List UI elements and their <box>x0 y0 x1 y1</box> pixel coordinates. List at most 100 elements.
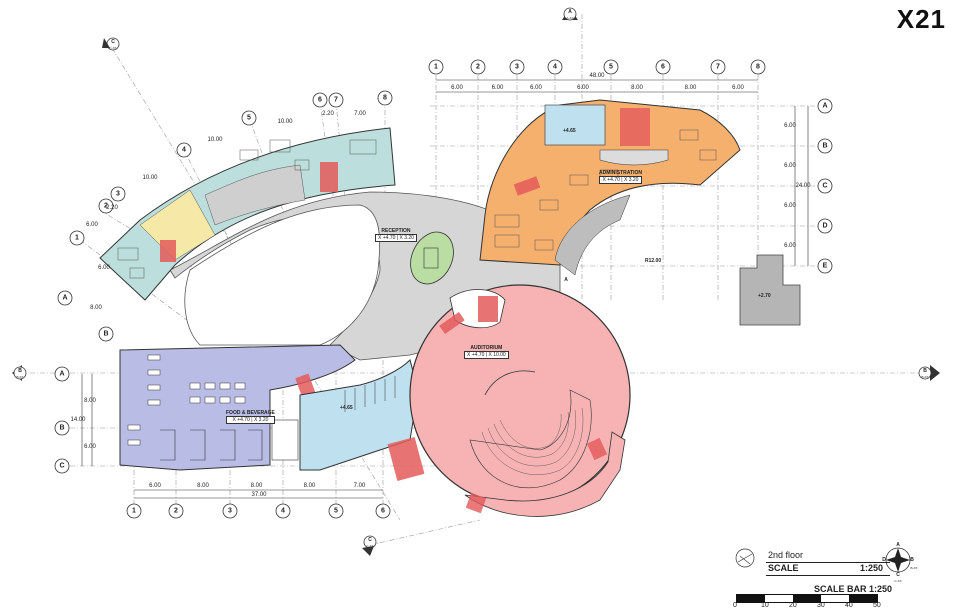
auditorium-name: AUDITORIUM <box>470 345 503 351</box>
grid-spacing-top-3: 6.00 <box>577 85 589 91</box>
west-wing-corridor <box>204 164 306 226</box>
external-block <box>739 254 801 326</box>
courtyard-void <box>184 204 381 346</box>
grid-axis-wing-4: 4 <box>182 146 186 154</box>
grid-row-top-E: E <box>822 262 828 270</box>
grid-spacing-wing-4: 10.00 <box>277 119 293 125</box>
grid-bubbles <box>54 59 833 519</box>
drawing-name: 2nd floor <box>768 550 804 560</box>
fb-level-2: X 3.20 <box>253 417 269 423</box>
grid-row-spacing-2: 6.00 <box>784 203 796 209</box>
section-b-right-ref: B-XX <box>921 375 929 379</box>
grid-spacing-wing-1: 2.20 <box>106 205 118 211</box>
grid-axis-wing-7: 7 <box>334 96 338 104</box>
grid-axis-top-6: 6 <box>661 63 665 71</box>
reception-levels: X +4.70 | X 3.20 <box>375 234 417 242</box>
west-wing-furniture <box>117 139 377 279</box>
grid-spacing-wing-3: 10.00 <box>207 137 223 143</box>
grid-row-bottom-spacing-0: 8.00 <box>84 398 96 404</box>
grid-row-spacing-0: 6.00 <box>784 123 796 129</box>
section-c-top-ref: C-XX <box>109 46 117 50</box>
admin-level-1: X +4.70 <box>602 177 620 183</box>
reception-label: RECEPTION X +4.70 | X 3.20 <box>375 228 417 242</box>
grid-axis-wing-5: 5 <box>247 114 251 122</box>
grid-spacing-bottom-2: 8.00 <box>250 483 263 489</box>
grid-axis-wing-1: 1 <box>75 234 79 242</box>
compass-b: B <box>910 557 914 563</box>
level-marker-c: +2.70 <box>758 293 771 299</box>
toilet-partitions <box>344 376 396 412</box>
grid-axis-top-4: 4 <box>553 63 557 71</box>
grid-spacing-top-2: 6.00 <box>530 85 542 91</box>
auditorium-outer-arc <box>464 431 626 517</box>
grid-row-top-B: B <box>822 142 828 150</box>
grid-axis-top-7: 7 <box>716 63 720 71</box>
section-a-ref: A-XX <box>566 16 574 20</box>
sheet-title: X21 <box>896 4 946 34</box>
grid-spacing-bottom-0: 6.00 <box>149 483 161 489</box>
level-marker-a: +4.65 <box>563 128 576 134</box>
grid-row-top-A: A <box>822 102 828 110</box>
compass-a: A <box>896 542 900 548</box>
grid-axis-top-2: 2 <box>476 63 480 71</box>
section-marker-c-top <box>102 37 120 51</box>
food-beverage-label: FOOD & BEVERAGE X +4.70 | X 3.20 <box>226 410 275 424</box>
grid-axis-bottom-4: 4 <box>281 507 285 515</box>
level-marker-b: +4.65 <box>340 405 353 411</box>
grid-total-top: 48.00 <box>589 73 605 79</box>
grid-row-wing-A: A <box>62 294 68 302</box>
grid-spacing-top-5: 8.00 <box>684 85 697 91</box>
compass-d: D <box>882 557 886 563</box>
grid-axis-wing-8: 8 <box>383 94 387 102</box>
section-b-left-letter: B <box>18 368 22 374</box>
section-b-right-letter: B <box>923 368 927 374</box>
west-wing-stair <box>320 162 338 192</box>
grid-row-bottom-spacing-1: 6.00 <box>84 444 96 450</box>
section-c-bottom-ref: C-XX <box>366 544 374 548</box>
scale-bar-label: SCALE BAR 1:250 <box>814 584 893 594</box>
grid-row-bottom-B: B <box>59 424 65 432</box>
outer-arc-stairs <box>465 437 608 514</box>
grid-spacing-top-4: 8.00 <box>631 85 643 91</box>
section-c-bottom-letter: C <box>368 537 372 543</box>
auditorium-level-1: X +4.70 <box>467 352 485 358</box>
dimension-lines <box>81 79 809 499</box>
grid-spacing-bottom-1: 8.00 <box>197 483 209 489</box>
scale-tick-30: 30 <box>817 602 825 609</box>
food-beverage-name: FOOD & BEVERAGE <box>226 410 275 416</box>
grid-axis-bottom-2: 2 <box>174 507 178 515</box>
auditorium-level-2: X 10.00 <box>488 352 506 358</box>
section-marker-b-left <box>12 365 27 381</box>
administration-levels: X +4.70 | X 3.20 <box>599 176 642 184</box>
grid-row-spacing-1: 6.00 <box>784 163 796 169</box>
grid-spacing-wing-0: 6.00 <box>86 222 98 228</box>
compass-rose <box>885 547 911 573</box>
grid-axis-bottom-1: 1 <box>132 507 136 515</box>
auditorium-stage <box>484 370 536 396</box>
grid-spacing-top-1: 6.00 <box>491 85 504 91</box>
section-a-letter: A <box>568 9 572 15</box>
grid-spacing-bottom-3: 8.00 <box>303 483 316 489</box>
grid-spacing-wing-2: 10.00 <box>142 175 158 181</box>
grid-spacing-wing-6: 7.00 <box>354 111 366 117</box>
grid-row-total: 24.00 <box>795 183 811 189</box>
admin-lift-lobby <box>599 149 669 166</box>
compass-c: C <box>896 572 900 578</box>
reception-level-2: X 3.20 <box>399 235 414 241</box>
reception-name: RECEPTION <box>381 228 411 234</box>
scale-tick-0: 0 <box>733 602 737 609</box>
admin-stair <box>620 108 650 146</box>
grid-row-wing-spacing-0: 6.00 <box>98 265 110 271</box>
grid-axis-top-1: 1 <box>434 63 438 71</box>
compass-cxx: C-XX <box>894 579 902 583</box>
food-beverage-furniture <box>127 354 246 446</box>
grid-axis-wing-2: 2 <box>104 202 108 210</box>
grid-row-bottom-total: 14.00 <box>70 417 86 423</box>
section-b-left-ref: B-XX <box>16 375 24 379</box>
scale-tick-50: 50 <box>873 602 881 609</box>
auditorium-lobby-stair <box>478 296 498 322</box>
auditorium-seating <box>469 389 592 489</box>
grid-axis-top-5: 5 <box>609 63 613 71</box>
grid-axis-bottom-3: 3 <box>228 507 232 515</box>
